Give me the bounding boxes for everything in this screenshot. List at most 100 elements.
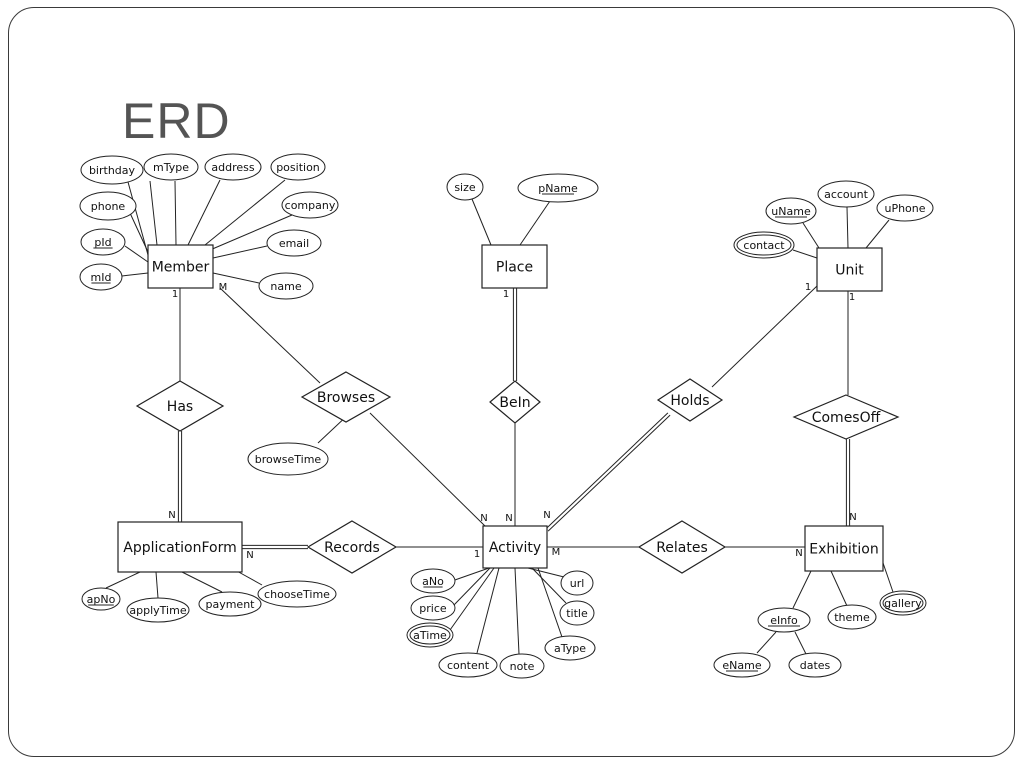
entity-label: Activity <box>489 540 541 556</box>
connector-line <box>711 285 818 388</box>
relationship-has: Has <box>135 380 225 432</box>
attribute-applytime: applyTime <box>126 597 190 623</box>
attribute-atype: aType <box>544 635 596 661</box>
relationship-relates: Relates <box>637 520 727 574</box>
attribute-label: eInfo <box>770 614 798 627</box>
cardinality-activity-browses: N <box>480 513 487 524</box>
connector-line <box>792 249 818 259</box>
attribute-label: eName <box>722 659 761 672</box>
attribute-birthday: birthday <box>80 155 144 185</box>
connector-line <box>881 559 894 593</box>
connector-line <box>537 567 563 638</box>
connector-line <box>846 206 849 249</box>
attribute-label: gallery <box>884 597 922 610</box>
attribute-label: aNo <box>422 575 444 588</box>
attribute-label: pName <box>538 182 578 195</box>
attribute-name: name <box>258 272 314 300</box>
attribute-content: content <box>438 652 498 678</box>
relationship-label: Holds <box>670 393 709 409</box>
attribute-size: size <box>446 173 484 201</box>
attribute-label: mId <box>91 271 112 284</box>
connector-line <box>124 245 149 263</box>
attribute-label: address <box>211 161 254 174</box>
connector-line <box>209 214 293 251</box>
attribute-payment: payment <box>198 591 262 617</box>
cardinality-activity-holds: N <box>543 510 550 521</box>
relationship-bein: BeIn <box>489 380 541 424</box>
connector-line <box>449 567 495 631</box>
attribute-gallery: gallery <box>879 590 927 616</box>
connector-line <box>452 567 491 607</box>
connector-line <box>105 571 141 589</box>
relationship-browses: Browses <box>300 371 392 423</box>
connector-line <box>219 287 321 384</box>
attribute-url: url <box>560 570 594 596</box>
attribute-label: note <box>510 660 535 673</box>
attribute-label: size <box>454 181 476 194</box>
attribute-mid: mId <box>79 263 123 291</box>
cardinality-unit-comesoff: 1 <box>849 292 855 303</box>
attribute-address: address <box>204 153 262 181</box>
connector-line <box>187 179 221 246</box>
cardinality-place-bein: 1 <box>503 289 509 300</box>
connector-line <box>865 219 890 249</box>
attribute-label: uPhone <box>884 202 925 215</box>
attribute-label: url <box>570 577 585 590</box>
attribute-label: account <box>824 188 869 201</box>
cardinality-appform-records: N <box>246 550 253 561</box>
entity-label: Member <box>152 260 210 276</box>
entity-member: Member <box>147 244 214 289</box>
cardinality-member-has: 1 <box>172 289 178 300</box>
connector-line <box>547 414 671 532</box>
attribute-phone: phone <box>79 191 137 221</box>
attribute-note: note <box>499 653 545 679</box>
attribute-uname: uName <box>765 197 817 225</box>
entity-label: ApplicationForm <box>123 540 237 556</box>
slide-frame: ERD <box>8 7 1015 757</box>
attribute-theme: theme <box>827 604 877 630</box>
relationship-label: ComesOff <box>812 410 881 426</box>
cardinality-exhibition-relates: N <box>795 548 802 559</box>
attribute-price: price <box>410 595 456 621</box>
entity-activity: Activity <box>482 525 548 569</box>
attribute-dates: dates <box>788 652 842 678</box>
attribute-label: payment <box>205 598 255 611</box>
entity-label: Unit <box>835 263 864 279</box>
entity-label: Place <box>496 260 533 276</box>
connector-line <box>204 179 286 246</box>
attribute-label: content <box>447 659 490 672</box>
connector-line <box>476 567 500 654</box>
connector-line <box>181 571 223 593</box>
entity-place: Place <box>481 244 548 289</box>
cardinality-activity-bein: N <box>505 513 512 524</box>
attribute-label: position <box>276 161 320 174</box>
attribute-title: title <box>559 600 595 626</box>
attribute-label: company <box>285 199 336 212</box>
connector-line <box>127 181 149 256</box>
connector-line <box>451 567 490 582</box>
attribute-label: aTime <box>413 629 447 642</box>
attribute-label: dates <box>800 659 831 672</box>
relationship-comesoff: ComesOff <box>792 394 900 440</box>
attribute-contact: contact <box>733 231 795 259</box>
attribute-ename: eName <box>713 652 771 678</box>
attribute-label: pId <box>94 236 111 249</box>
attribute-label: uName <box>771 205 811 218</box>
entity-unit: Unit <box>816 247 883 292</box>
cardinality-appform-has: N <box>168 510 175 521</box>
attribute-label: title <box>566 607 588 620</box>
connector-line <box>531 567 567 604</box>
attribute-label: name <box>270 280 301 293</box>
connector-line <box>802 222 820 249</box>
attribute-label: aType <box>554 642 586 655</box>
relationship-records: Records <box>306 520 398 574</box>
attribute-label: birthday <box>89 164 136 177</box>
relationship-label: Records <box>324 540 380 556</box>
connector-line <box>792 570 812 609</box>
connector-line <box>794 631 807 655</box>
relationship-label: BeIn <box>499 395 530 411</box>
attribute-position: position <box>270 153 326 181</box>
cardinality-member-browses: M <box>219 282 228 293</box>
entity-exhibition: Exhibition <box>804 525 884 572</box>
attribute-label: applyTime <box>129 604 186 617</box>
